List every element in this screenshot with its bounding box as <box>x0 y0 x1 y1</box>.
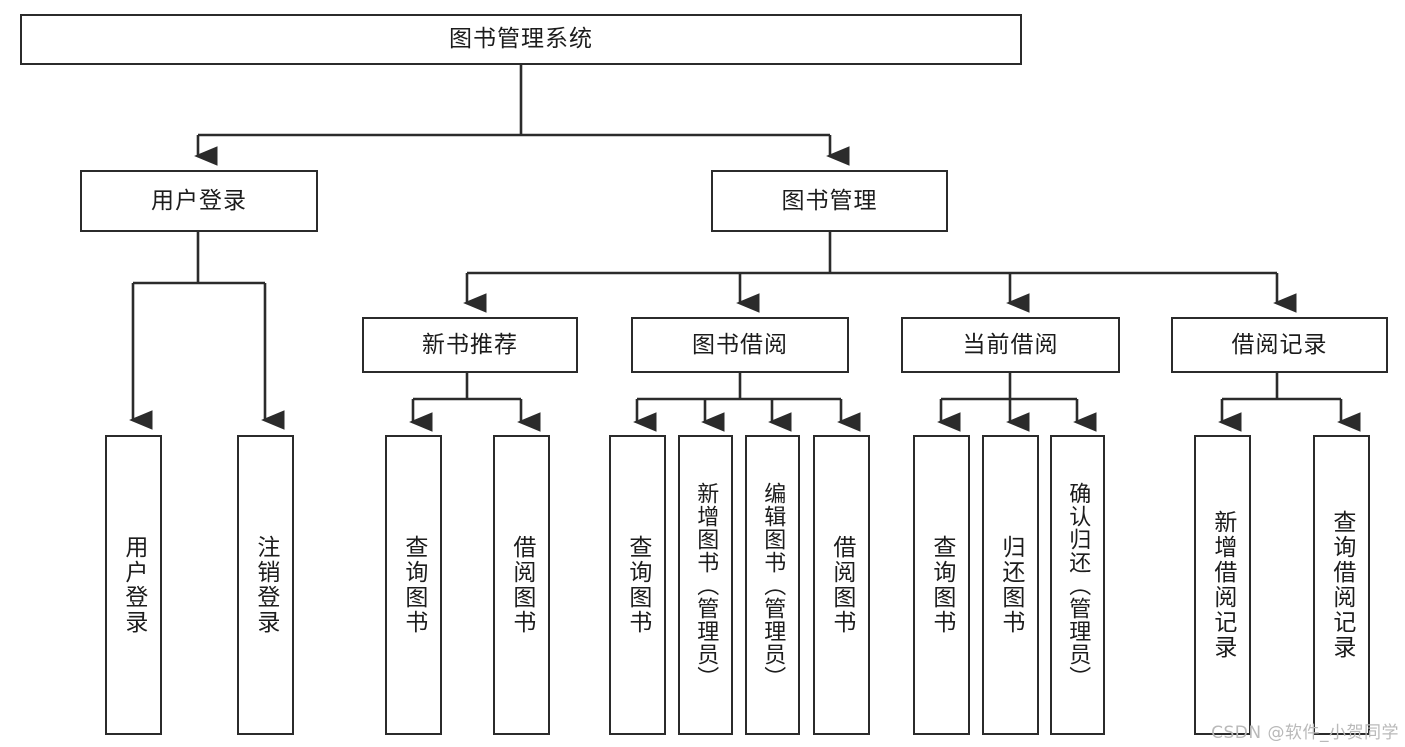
leaf-label: 注销登录 <box>252 535 279 635</box>
leaf-user-login[interactable]: 用户登录 <box>105 435 162 735</box>
csdn-watermark: CSDN @软件_小贺同学 <box>1211 723 1399 743</box>
node-current-borrowings[interactable]: 当前借阅 <box>901 317 1120 373</box>
leaf-query-books-current[interactable]: 查询图书 <box>913 435 970 735</box>
leaf-edit-book-admin[interactable]: 编辑图书（管理员） <box>745 435 800 735</box>
leaf-borrow-books-borrowing[interactable]: 借阅图书 <box>813 435 870 735</box>
leaf-query-books-borrowing[interactable]: 查询图书 <box>609 435 666 735</box>
leaf-borrow-books-recommendation[interactable]: 借阅图书 <box>493 435 550 735</box>
node-label: 图书借阅 <box>692 331 788 358</box>
leaf-query-borrow-record[interactable]: 查询借阅记录 <box>1313 435 1370 735</box>
node-root-book-management-system[interactable]: 图书管理系统 <box>20 14 1022 65</box>
leaf-logout[interactable]: 注销登录 <box>237 435 294 735</box>
leaf-label: 确认归还（管理员） <box>1065 481 1091 689</box>
leaf-label: 查询图书 <box>928 535 955 635</box>
node-label: 新书推荐 <box>422 331 518 358</box>
leaf-add-book-admin[interactable]: 新增图书（管理员） <box>678 435 733 735</box>
node-book-borrowing[interactable]: 图书借阅 <box>631 317 849 373</box>
node-label: 当前借阅 <box>962 331 1059 358</box>
leaf-label: 借阅图书 <box>508 535 535 635</box>
node-label: 用户登录 <box>151 187 247 214</box>
node-label: 图书管理系统 <box>449 26 593 53</box>
node-user-login[interactable]: 用户登录 <box>80 170 318 232</box>
leaf-label: 归还图书 <box>997 535 1024 635</box>
node-borrow-records[interactable]: 借阅记录 <box>1171 317 1388 373</box>
node-new-book-recommendation[interactable]: 新书推荐 <box>362 317 578 373</box>
node-label: 借阅记录 <box>1231 331 1328 358</box>
leaf-label: 查询图书 <box>400 535 427 635</box>
leaf-label: 查询图书 <box>624 535 651 635</box>
leaf-add-borrow-record[interactable]: 新增借阅记录 <box>1194 435 1251 735</box>
node-label: 图书管理 <box>781 187 878 214</box>
node-book-management[interactable]: 图书管理 <box>711 170 948 232</box>
leaf-label: 新增图书（管理员） <box>693 481 719 689</box>
leaf-label: 借阅图书 <box>828 535 855 635</box>
leaf-label: 用户登录 <box>120 535 147 635</box>
leaf-confirm-return-admin[interactable]: 确认归还（管理员） <box>1050 435 1105 735</box>
leaf-label: 编辑图书（管理员） <box>760 481 786 689</box>
leaf-return-books[interactable]: 归还图书 <box>982 435 1039 735</box>
leaf-query-books-recommendation[interactable]: 查询图书 <box>385 435 442 735</box>
leaf-label: 新增借阅记录 <box>1209 510 1236 660</box>
leaf-label: 查询借阅记录 <box>1328 510 1355 660</box>
